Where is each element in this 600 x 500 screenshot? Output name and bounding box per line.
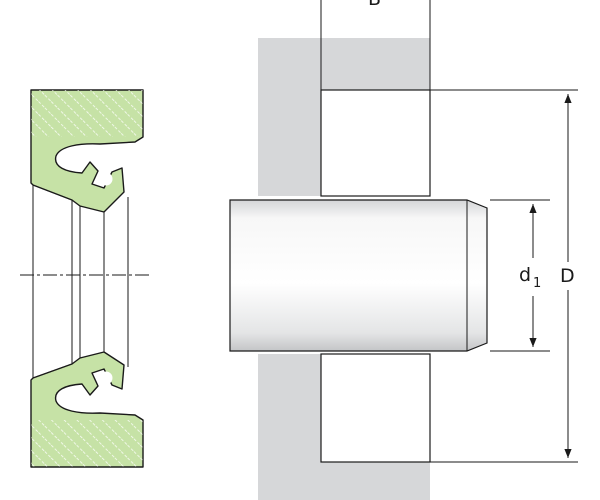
dimension-shaft-diameter <box>490 199 550 352</box>
bore-recess-bottom <box>320 353 431 463</box>
label-width: B <box>368 0 381 10</box>
label-shaft-diameter: d <box>519 264 531 286</box>
spring-top <box>99 172 113 186</box>
label-shaft-diameter-subscript: 1 <box>533 276 541 291</box>
seal-profile-bottom <box>30 351 144 468</box>
seal-cross-section <box>20 89 150 468</box>
dimension-width <box>320 0 431 90</box>
bore-recess-top <box>320 89 431 197</box>
seal-profile-top <box>30 89 144 213</box>
housing <box>258 38 431 500</box>
spring-bottom <box>99 371 113 385</box>
dimension-bore-diameter <box>430 89 578 463</box>
label-bore-diameter: D <box>560 265 575 287</box>
seal-inner-lines <box>32 184 129 379</box>
shaft <box>229 199 488 352</box>
